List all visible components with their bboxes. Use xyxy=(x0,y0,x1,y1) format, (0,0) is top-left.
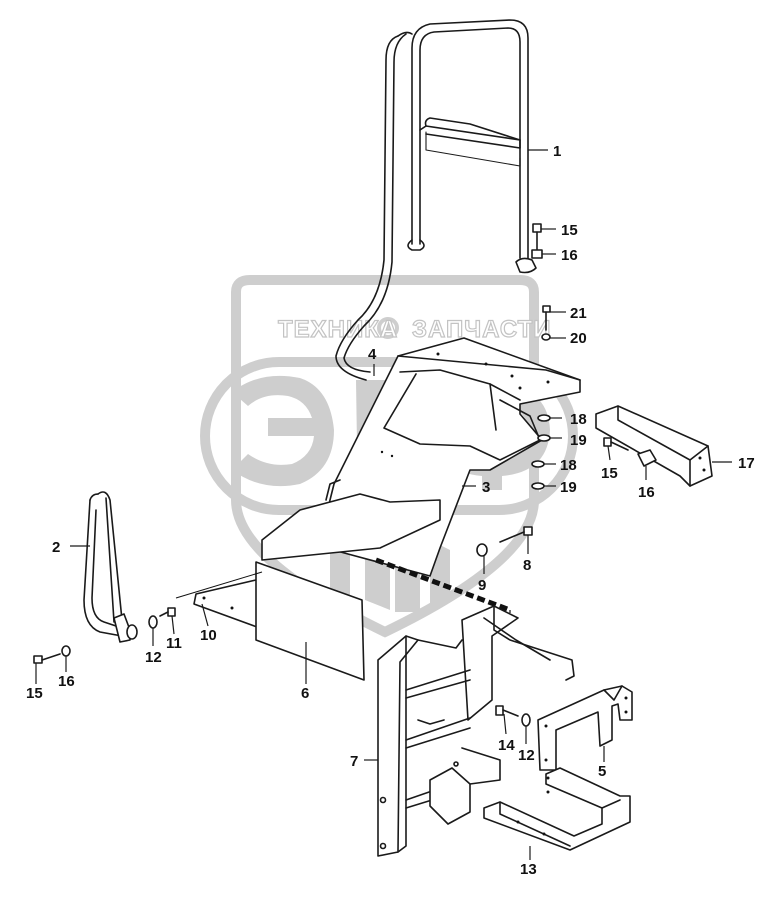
watermark-shield xyxy=(231,275,539,638)
part-17-bracket xyxy=(595,405,713,487)
part-11-12-fasteners-left xyxy=(148,607,176,629)
callout-15: 15 xyxy=(561,222,578,239)
callout-1: 1 xyxy=(553,143,561,160)
callout-18: 18 xyxy=(570,411,587,428)
callout-6: 6 xyxy=(301,685,309,702)
callout-12: 12 xyxy=(145,649,162,666)
callout-14: 14 xyxy=(498,737,515,754)
part-21-bolt xyxy=(541,305,551,341)
part-7-ladder xyxy=(377,605,575,857)
watermark-text-left: ТЕХНИКА xyxy=(278,316,398,343)
callout-5: 5 xyxy=(598,763,606,780)
part-14-12-fasteners-right xyxy=(495,705,531,727)
callout-16: 16 xyxy=(638,484,655,501)
callout-19: 19 xyxy=(560,479,577,496)
callout-labels: 1 15 16 21 20 4 18 19 18 19 17 15 16 3 2… xyxy=(26,143,755,878)
callout-21: 21 xyxy=(570,305,587,322)
watermark-logo-letter-e xyxy=(232,375,334,487)
watermark-text-right: ЗАПЧАСТИ xyxy=(412,316,552,343)
part-15-bolt-top xyxy=(531,223,543,259)
callout-19: 19 xyxy=(570,432,587,449)
callout-15: 15 xyxy=(26,685,43,702)
part-2-side-handrail xyxy=(83,491,138,643)
callout-11: 11 xyxy=(166,635,182,652)
part-15-16-bolt-left xyxy=(33,645,71,664)
callout-8: 8 xyxy=(523,557,531,574)
part-6-panel xyxy=(255,561,365,681)
callout-17: 17 xyxy=(738,455,755,472)
part-18-19-washers xyxy=(531,414,551,490)
part-15-16-bolt-mid xyxy=(603,437,657,467)
callout-9: 9 xyxy=(478,577,486,594)
part-8-9-bolt xyxy=(476,526,533,557)
callout-16: 16 xyxy=(58,673,75,690)
callout-10: 10 xyxy=(200,627,217,644)
part-3-platform xyxy=(261,337,581,577)
callout-16: 16 xyxy=(561,247,578,264)
callout-12: 12 xyxy=(518,747,535,764)
part-1-handrail xyxy=(335,19,537,381)
callout-15: 15 xyxy=(601,465,618,482)
callout-3: 3 xyxy=(482,479,490,496)
part-13-bracket xyxy=(483,767,631,851)
callout-18: 18 xyxy=(560,457,577,474)
callout-7: 7 xyxy=(350,753,358,770)
part-5-bracket xyxy=(537,685,633,771)
watermark-gear-icon xyxy=(377,317,399,339)
leader-lines xyxy=(35,149,732,860)
connector-leader-left xyxy=(175,571,263,599)
callout-13: 13 xyxy=(520,861,537,878)
callout-2: 2 xyxy=(52,539,60,556)
callout-4: 4 xyxy=(368,346,377,363)
callout-20: 20 xyxy=(570,330,587,347)
